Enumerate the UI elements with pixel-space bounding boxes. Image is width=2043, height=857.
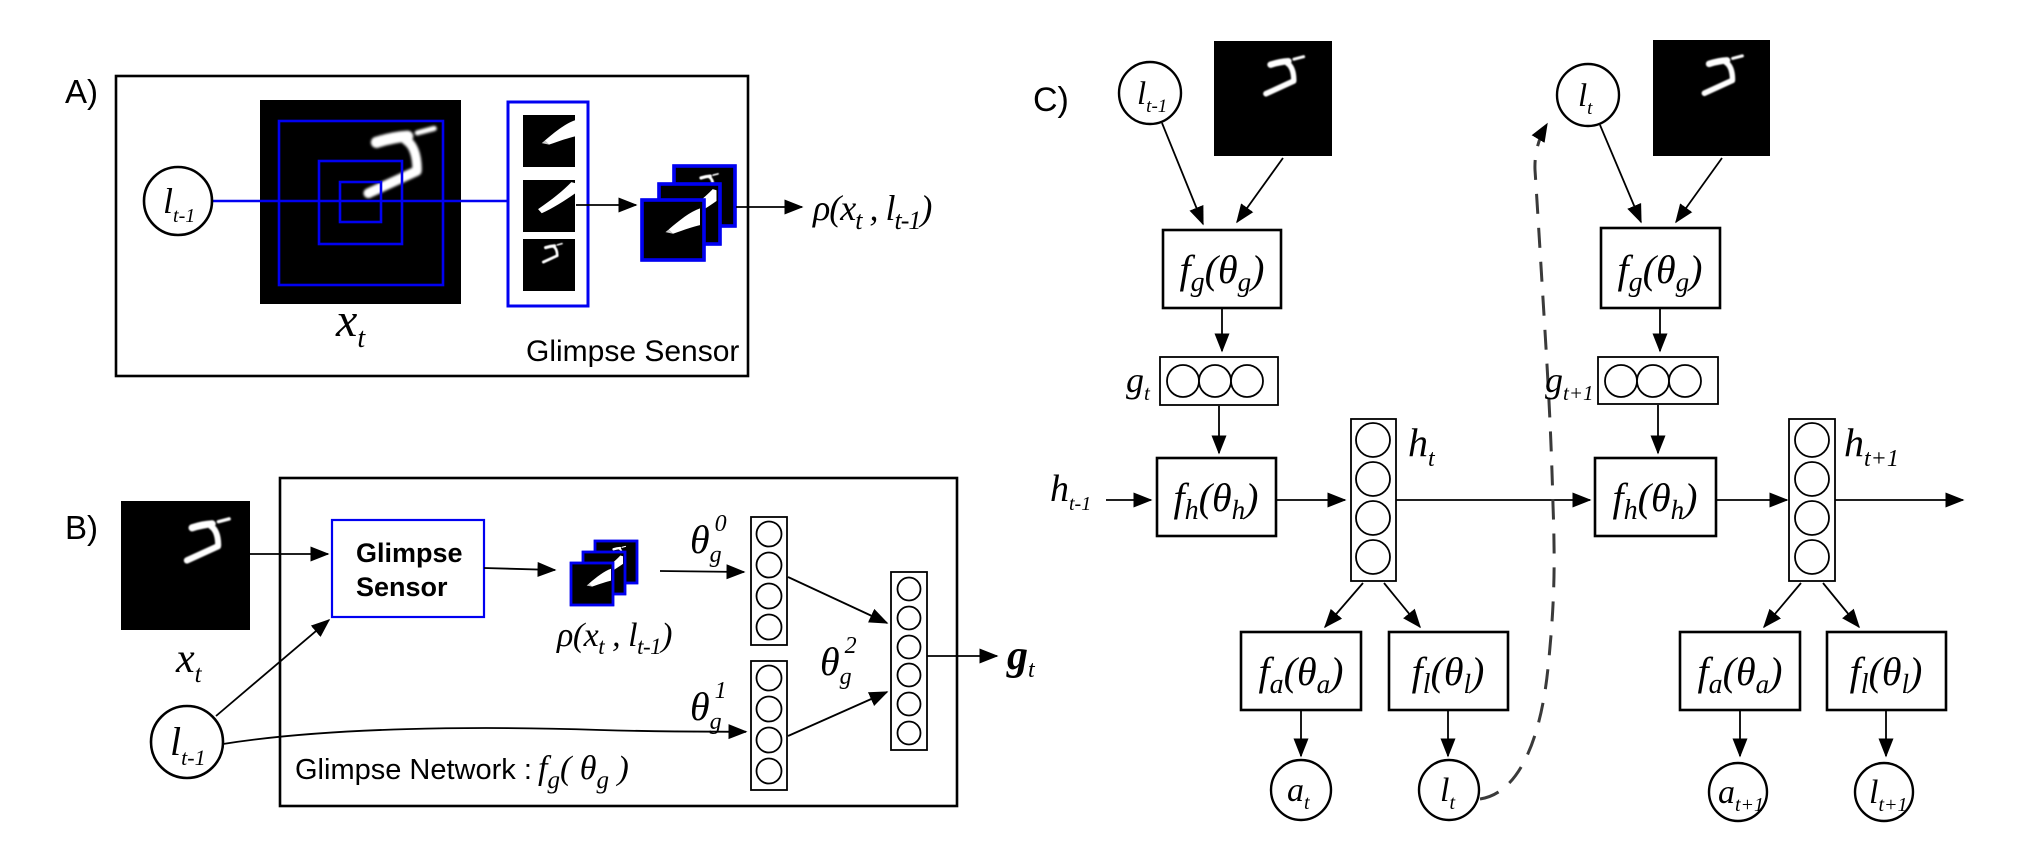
svg-text:ρ(xt , lt-1): ρ(xt , lt-1)	[812, 188, 931, 235]
svg-text:xt: xt	[335, 294, 366, 354]
svg-text:Sensor: Sensor	[356, 572, 448, 602]
svg-text:fh(θh): fh(θh)	[1174, 475, 1259, 526]
svg-text:Glimpse Network :: Glimpse Network :	[295, 754, 532, 786]
svg-text:B): B)	[65, 509, 98, 546]
svg-text:fl(θl): fl(θl)	[1850, 649, 1923, 700]
svg-text:Glimpse Sensor: Glimpse Sensor	[526, 335, 739, 368]
svg-text:Glimpse: Glimpse	[356, 538, 463, 568]
svg-text:fg(θg): fg(θg)	[1180, 247, 1265, 298]
svg-text:C): C)	[1033, 81, 1069, 119]
svg-text:A): A)	[65, 73, 98, 110]
svg-text:θg1: θg1	[690, 678, 727, 735]
svg-text:fg(θg): fg(θg)	[1618, 247, 1703, 298]
svg-text:gt: gt	[1126, 360, 1151, 405]
svg-text:fl(θl): fl(θl)	[1412, 649, 1485, 700]
svg-text:fh(θh): fh(θh)	[1613, 475, 1698, 526]
